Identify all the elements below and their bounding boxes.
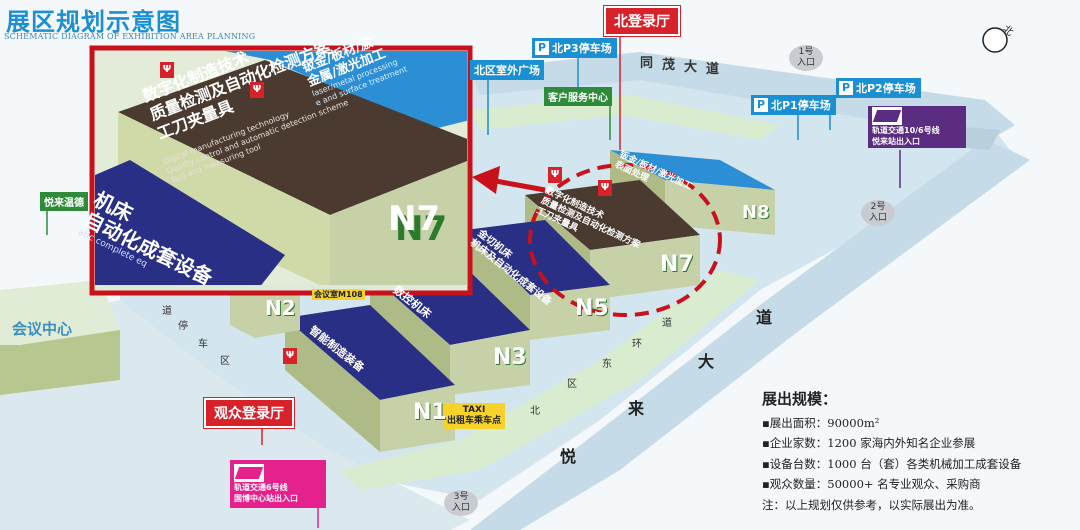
conference-center-label: 会议中心	[12, 320, 73, 338]
gate-1-label: 入口	[796, 58, 815, 68]
scale-item: ▪企业家数：1200 家海内外知名企业参展	[762, 436, 976, 450]
road-char: 东	[602, 359, 612, 370]
scale-item-value: 1200 家海内外知名企业参展	[827, 436, 976, 450]
hall-n1-id: N1	[413, 400, 447, 425]
scale-item: ▪观众数量：50000+ 名专业观众、采购商	[762, 477, 981, 491]
gate-3-label: 入口	[451, 503, 470, 513]
conference-center-building	[0, 280, 120, 395]
zoom-inset	[89, 45, 473, 296]
metro-line-10-station: 悦来站出入口	[872, 137, 920, 146]
metro-line-6-station: 国博中心站出入口	[234, 494, 298, 503]
road-char: 北	[530, 406, 540, 417]
parking-p1-label: 北P1停车场	[771, 99, 831, 112]
road-char: 茂	[662, 58, 676, 73]
compass-rose	[982, 27, 1008, 53]
hall-n1-building	[285, 305, 455, 452]
scale-item-label: 企业家数：	[769, 436, 828, 450]
taxi-label: 出租车乘车点	[447, 416, 502, 426]
road-char: 区	[220, 356, 230, 367]
zoom-hall-id-shadow: N7	[388, 199, 440, 239]
parking-icon: P	[535, 41, 549, 55]
grass-strip-east	[340, 270, 760, 490]
scale-item-label: 观众数量：	[769, 477, 828, 491]
road-char: 停	[178, 321, 188, 332]
n7-highlight-circle	[528, 163, 722, 317]
road-char: 区	[567, 379, 577, 390]
parking-p2-label: 北P2停车场	[856, 82, 916, 95]
road-char: 来	[628, 399, 645, 418]
road-char: 悦	[560, 447, 577, 466]
north-registration-hall: 北登录厅	[604, 6, 680, 36]
taxi-stand: TAXI 出租车乘车点	[443, 403, 506, 429]
gate-1-num: 1号	[798, 47, 814, 57]
metro-line-6-name: 轨道交通6号线	[234, 483, 288, 492]
restaurant-icon: Ψ	[548, 167, 562, 183]
gate-2-num: 2号	[870, 202, 886, 212]
road-char: 大	[698, 352, 715, 371]
road-char: 车	[198, 339, 208, 350]
scale-title: 展出规模：	[762, 390, 838, 408]
metro-line-6-entrance: 轨道交通6号线 国博中心站出入口	[230, 460, 326, 508]
parking-p3-label: 北P3停车场	[552, 42, 612, 55]
restaurant-icon: Ψ	[250, 82, 264, 98]
metro-line-10-name: 轨道交通10/6号线	[872, 126, 940, 135]
gate-3: 3号 入口	[444, 490, 478, 516]
yuelai-avenue-surface	[470, 140, 1030, 530]
gate-2: 2号 入口	[861, 200, 895, 226]
scale-item-value: 50000+ 名专业观众、采购商	[827, 477, 981, 491]
gate-1: 1号 入口	[789, 45, 823, 71]
road-char: 环	[632, 339, 642, 350]
scale-item-value: 90000m²	[827, 416, 880, 430]
road-char: 大	[684, 60, 698, 75]
hall-n8-id: N8	[742, 202, 770, 223]
scale-item: ▪展出面积：90000m²	[762, 416, 880, 430]
gate-2-label: 入口	[868, 213, 887, 223]
yuelai-hotel-label: 悦来温德	[40, 192, 88, 211]
road-char: 道	[662, 318, 672, 329]
page-title: 展区规划示意图	[6, 7, 181, 36]
scale-item-label: 展出面积：	[769, 416, 828, 430]
hall-n5-id: N5	[575, 296, 609, 321]
road-char: 同	[640, 56, 654, 71]
scale-item-label: 设备台数：	[769, 457, 828, 471]
visitor-registration-hall: 观众登录厅	[204, 398, 294, 428]
restaurant-icon: Ψ	[598, 180, 612, 196]
grass-strip-north	[470, 95, 780, 140]
scale-item-value: 1000 台（套）各类机械加工成套设备	[827, 457, 1022, 471]
customer-service-center: 客户服务中心	[544, 87, 612, 106]
parking-icon: P	[754, 98, 768, 112]
road-char: 道	[706, 62, 720, 77]
restaurant-icon: Ψ	[283, 348, 297, 364]
metro-line-10-entrance: 轨道交通10/6号线 悦来站出入口	[868, 106, 966, 148]
taxi-title: TAXI	[462, 405, 486, 415]
scale-note: 注：以上规划仅供参考，以实际展出为准。	[762, 498, 981, 512]
hall-n7-id: N7	[660, 252, 694, 277]
page-subtitle: SCHEMATIC DIAGRAM OF EXHIBITION AREA PLA…	[4, 32, 256, 41]
gate-3-num: 3号	[453, 492, 469, 502]
zoom-arrow	[472, 166, 546, 194]
outdoor-plaza-label: 北区室外广场	[470, 60, 544, 80]
zoom-hall-id: N7	[395, 209, 447, 249]
parking-icon: P	[839, 81, 853, 95]
hall-n3-id: N3	[493, 345, 527, 370]
metro-logo-icon	[234, 464, 264, 482]
hall-n5-building	[465, 220, 610, 340]
restaurant-icon: Ψ	[160, 62, 174, 78]
meeting-room-label: 会议室M108	[312, 289, 365, 300]
road-char: 道	[162, 306, 172, 317]
road-char: 道	[756, 308, 773, 327]
metro-logo-icon	[872, 107, 902, 125]
hall-n2-id: N2	[265, 296, 296, 320]
scale-item: ▪设备台数：1000 台（套）各类机械加工成套设备	[762, 457, 1022, 471]
